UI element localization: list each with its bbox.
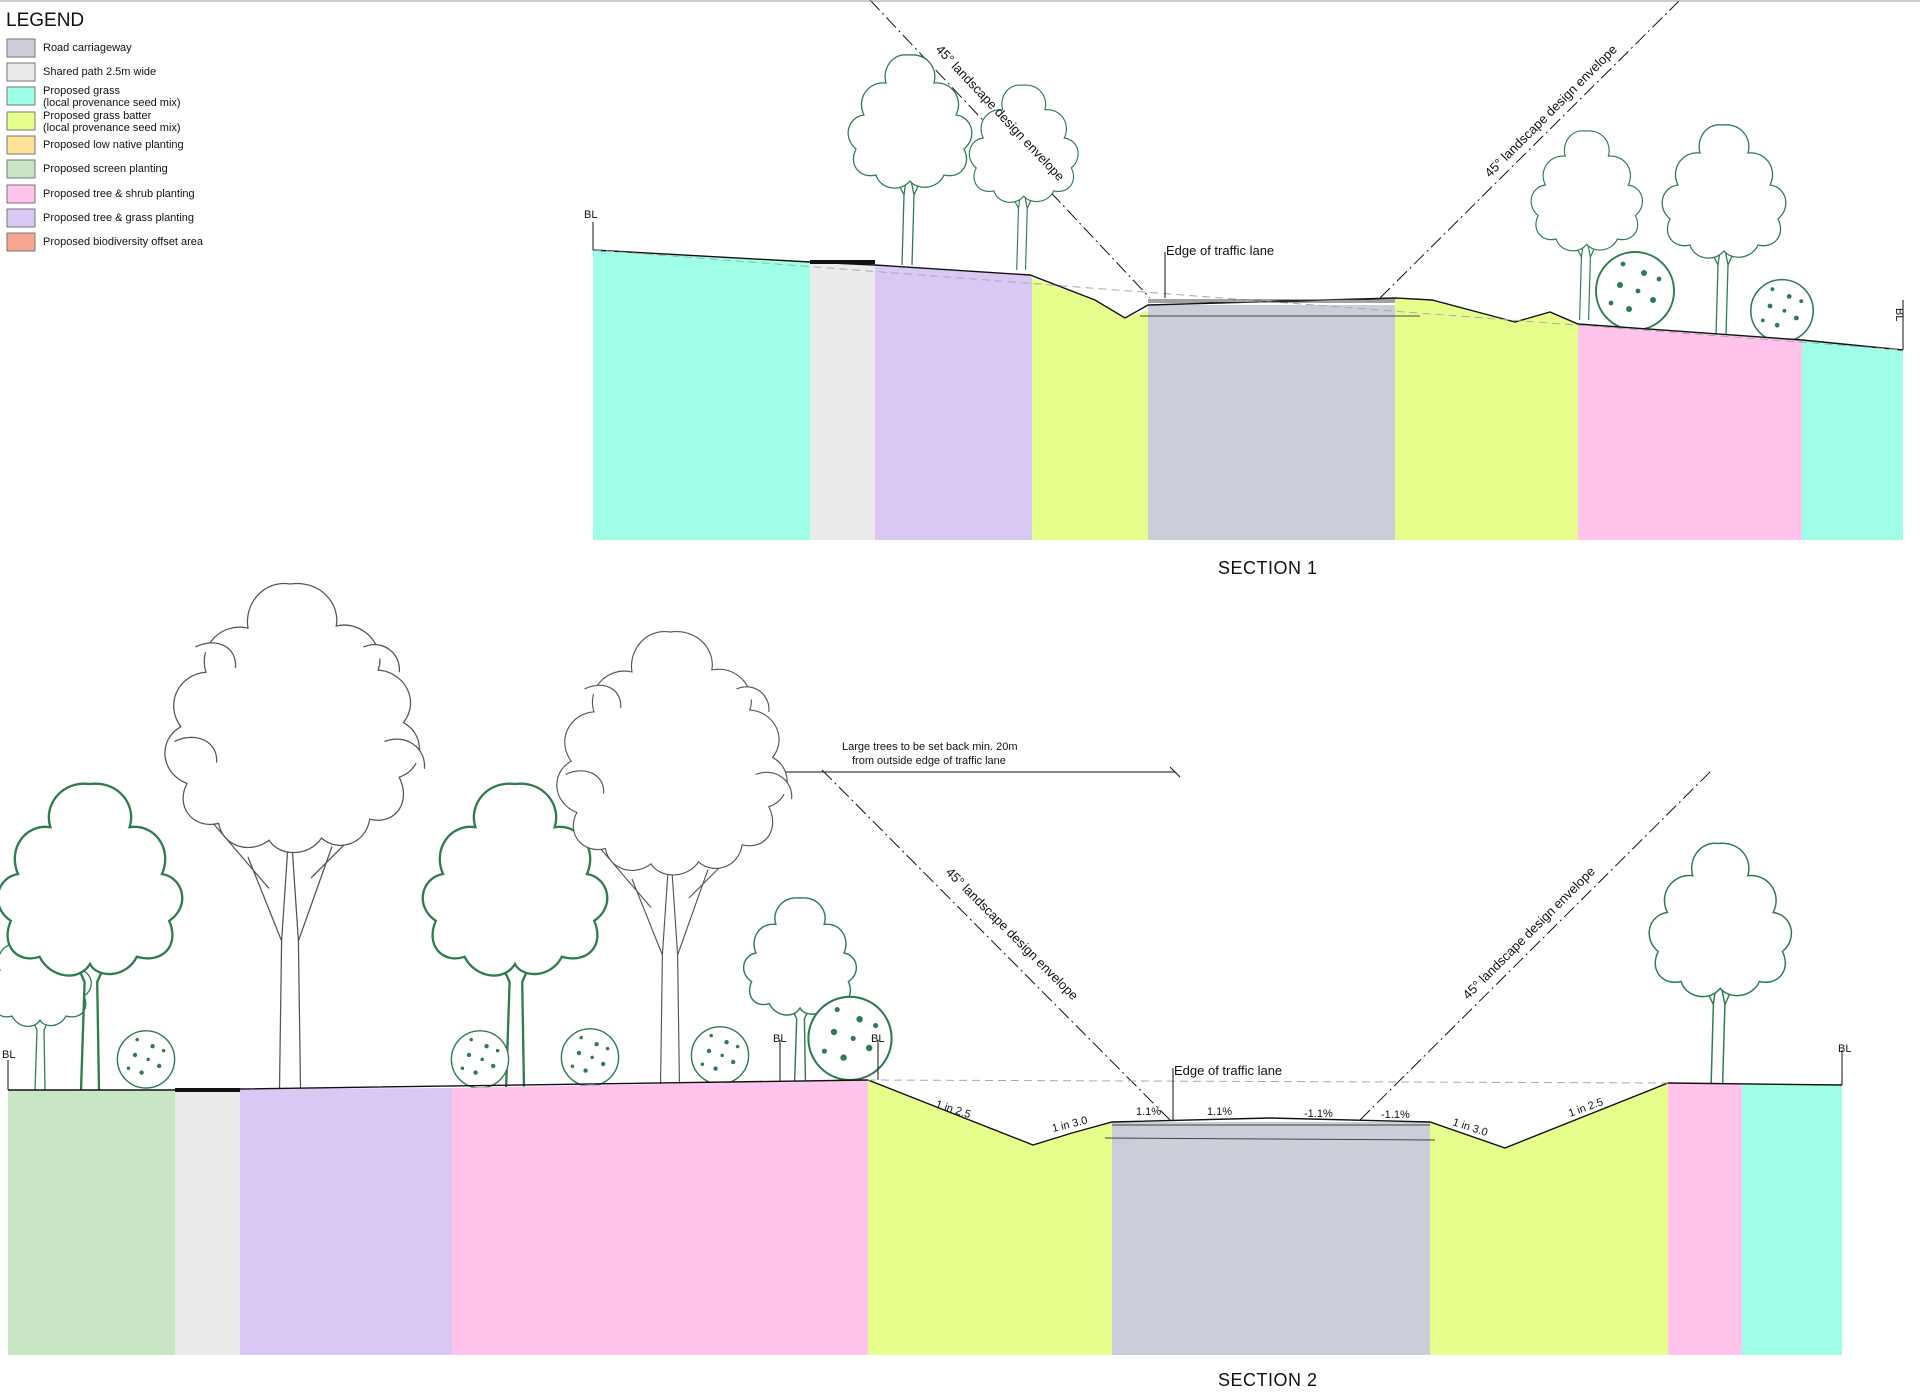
section2-band-tree-shrub-right [1668,1083,1742,1355]
section2-title: SECTION 2 [1218,1370,1318,1390]
section2-large-tree [556,631,793,1089]
section2-band-batter-left [868,1080,1112,1355]
legend-label: Proposed grass batter [43,110,152,122]
legend-label: Road carriageway [43,42,132,54]
legend-label: Shared path 2.5m wide [43,66,156,78]
legend-label: Proposed biodiversity offset area [43,236,204,248]
legend-label: Proposed tree & grass planting [43,212,194,224]
section1-band-tree-shrub [1578,324,1802,540]
section1-ground-profile [592,249,1904,351]
section2-setback-label-line1: Large trees to be set back min. 20m [842,741,1017,753]
section2-band-tree-shrub-left [452,1080,868,1355]
section2-envelope-line-left [821,769,1171,1121]
section1-band-batter-left [1032,278,1148,540]
legend-swatch [6,38,36,58]
legend-item: Shared path 2.5m wide [6,62,156,82]
section2-setback-label-line2: from outside edge of traffic lane [852,755,1006,767]
section2-grade-label-1: 1.1% [1136,1106,1161,1118]
section2-setback-tick-right [1169,766,1181,778]
legend-item: Proposed grass batter(local provenance s… [6,110,181,134]
legend-swatch [6,62,36,82]
section1-band-batter-right [1395,298,1578,540]
section2-tree [1648,842,1793,1086]
section-2: Large trees to be set back min. 20m from… [0,582,1851,1390]
section1-shrub [1750,278,1814,343]
section2-edge-label: Edge of traffic lane [1174,1063,1282,1078]
section1-shrub [1595,251,1675,331]
section2-existing-ground-line [867,1079,1669,1084]
legend-swatch [6,111,36,131]
section2-band-batter-right [1430,1083,1668,1355]
legend-swatch [6,159,36,179]
legend-item: Road carriageway [6,38,132,58]
section2-bl-label-mid1: BL [773,1033,786,1045]
section2-large-tree [164,582,426,1089]
section2-shrub [116,1030,176,1089]
section2-shrub [450,1030,510,1089]
section2-shrub [690,1026,750,1085]
section2-grade-label-4: -1.1% [1381,1109,1410,1121]
section1-band-tree-grass [875,265,1032,540]
section2-bl-label-right: BL [1838,1043,1851,1055]
legend-label: Proposed grass [43,85,121,97]
legend-swatch [6,135,36,155]
legend-item: Proposed tree & grass planting [6,208,194,228]
section2-bl-label-left: BL [2,1049,15,1061]
section2-envelope-label-right: 45° landscape design envelope [1460,864,1598,1002]
legend-item: Proposed screen planting [6,159,168,179]
section1-band-grass-left [593,250,810,540]
section2-bl-label-mid2: BL [871,1033,884,1045]
section2-band-tree-grass [240,1088,452,1355]
section1-band-grass-right [1802,340,1903,540]
section2-shrub [560,1028,620,1087]
legend-swatch [6,86,36,106]
legend-label: Proposed screen planting [43,163,168,175]
section1-envelope-line-right [1379,0,1681,299]
legend-swatch [6,184,36,204]
legend-label: Proposed tree & shrub planting [43,188,195,200]
section2-band-road [1112,1122,1430,1355]
legend-item: Proposed grass(local provenance seed mix… [6,85,181,109]
section2-band-grass-right [1742,1084,1842,1355]
legend-swatch [6,232,36,252]
section1-title: SECTION 1 [1218,558,1318,578]
legend-label: Proposed low native planting [43,139,184,151]
section1-band-road [1148,305,1395,540]
legend-item: Proposed low native planting [6,135,184,155]
section-1: BL BL Edge of traffic lane 45° landscape… [584,0,1905,578]
legend-label-secondary: (local provenance seed mix) [43,122,181,134]
legend-item: Proposed biodiversity offset area [6,232,204,252]
section2-envelope-line-right [1359,769,1713,1121]
section2-band-shared-path [175,1090,240,1355]
legend-title: LEGEND [6,10,84,31]
section2-grade-label-3: -1.1% [1304,1108,1333,1120]
section2-pavement-base [1104,1137,1436,1141]
legend-label-secondary: (local provenance seed mix) [43,97,181,109]
section2-grade-label-2: 1.1% [1207,1106,1232,1118]
section1-tree [847,54,973,266]
section1-shared-path-surface [810,260,875,264]
section2-envelope-label-left: 45° landscape design envelope [943,865,1081,1003]
section1-bl-label-left: BL [584,209,597,221]
section2-band-screen [8,1090,175,1355]
legend-swatch [6,208,36,228]
legend-item: Proposed tree & shrub planting [6,184,195,204]
section1-edge-label: Edge of traffic lane [1166,243,1274,258]
section1-bl-label-right: BL [1893,308,1905,321]
section1-band-shared-path [810,262,875,540]
section2-shared-path-surface [175,1088,240,1092]
